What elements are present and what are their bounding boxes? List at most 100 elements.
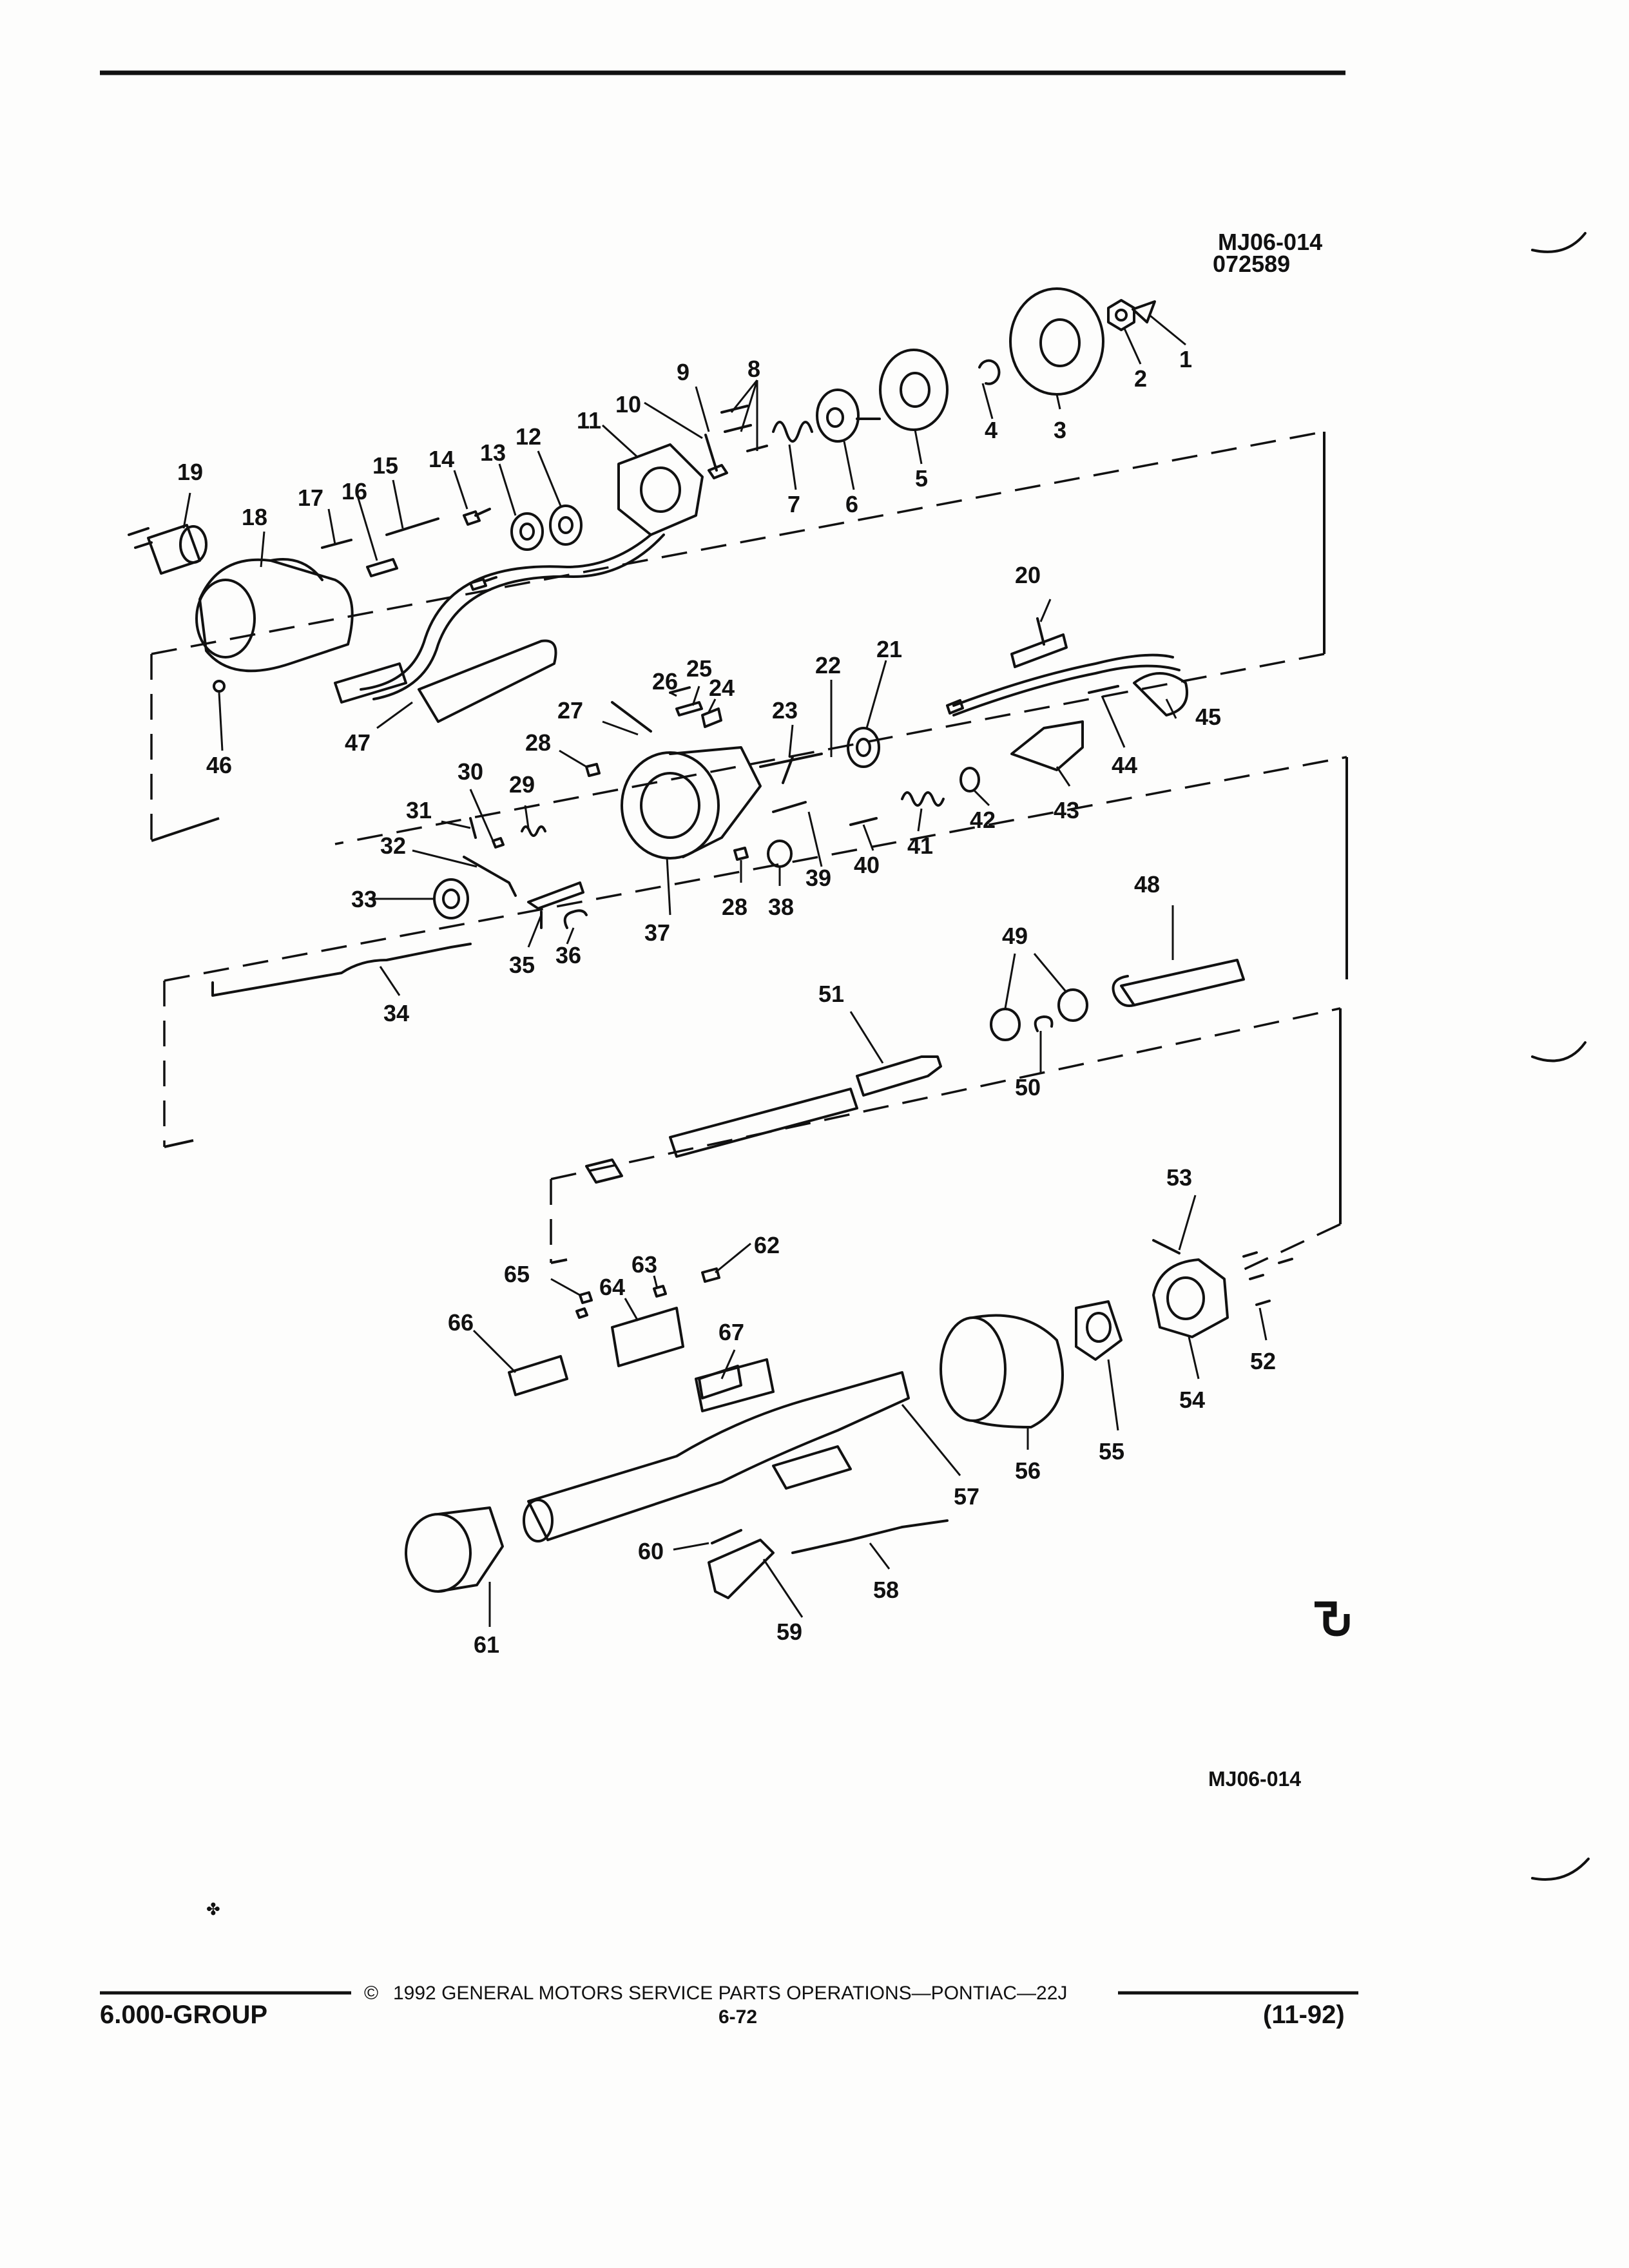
part-20-switch: [1010, 617, 1068, 668]
part-56-shroud: [940, 1314, 1064, 1428]
callout-41: 41: [907, 832, 933, 859]
part-35-lever: [527, 881, 584, 929]
callout-55: 55: [1099, 1438, 1124, 1465]
drawing-code-bottom: MJ06-014: [1208, 1767, 1301, 1791]
margin-mark: [1531, 232, 1586, 253]
callout-44: 44: [1112, 752, 1137, 778]
callout-17: 17: [298, 485, 323, 511]
callout-30: 30: [458, 758, 483, 785]
callout-labels: 1 2 3 4 5 6 7 8 9 10 11 12 13 14 15 16 1…: [177, 346, 1276, 1658]
part-10-actuator: [708, 464, 728, 479]
callout-22: 22: [815, 652, 841, 678]
callout-64: 64: [599, 1274, 625, 1300]
callout-50: 50: [1015, 1074, 1041, 1100]
part-6-bearing: [816, 389, 881, 443]
publisher-logo: [1315, 1601, 1350, 1637]
part-38-actuator: [767, 840, 793, 868]
callout-67: 67: [718, 1319, 744, 1345]
callout-48: 48: [1134, 871, 1160, 898]
part-37-lock-housing: [621, 746, 762, 860]
callout-37: 37: [644, 919, 670, 946]
part-48-upper-shaft: [1112, 959, 1245, 1007]
callout-19: 19: [177, 459, 203, 485]
part-61-adapter: [405, 1506, 504, 1593]
callout-12: 12: [516, 423, 541, 450]
callout-54: 54: [1179, 1387, 1205, 1413]
callout-61: 61: [474, 1631, 499, 1658]
part-66-switch: [508, 1355, 568, 1396]
callout-26: 26: [652, 668, 678, 695]
part-27-rod: [611, 701, 652, 733]
callout-25: 25: [686, 655, 712, 682]
callout-11: 11: [577, 407, 601, 434]
part-64-bracket: [611, 1307, 684, 1367]
part-39-sector: [772, 801, 807, 813]
callout-6: 6: [845, 491, 858, 517]
date-code: 072589: [1213, 251, 1290, 277]
callout-40: 40: [854, 852, 880, 878]
part-65-screw: [575, 1291, 593, 1319]
callout-34: 34: [383, 1000, 409, 1026]
callout-66: 66: [448, 1309, 474, 1336]
callout-62: 62: [754, 1232, 780, 1258]
part-18-housing: [195, 558, 354, 673]
part-1-retainer: [1132, 300, 1156, 323]
footer-date: (11-92): [1263, 2001, 1345, 2029]
callout-33: 33: [351, 886, 377, 912]
callout-5: 5: [915, 465, 928, 492]
part-44-pin: [1088, 685, 1119, 694]
stray-mark: ✤: [206, 1899, 220, 1919]
part-59-bracket: [708, 1539, 775, 1599]
part-26-screw: [669, 686, 691, 694]
callout-7: 7: [787, 491, 800, 517]
part-54-support: [1152, 1258, 1229, 1338]
group-outline-1: [150, 430, 1325, 845]
part-57-jacket: [523, 1358, 910, 1542]
part-29-spring: [521, 825, 546, 837]
margin-mark: [1531, 1858, 1590, 1881]
callout-13: 13: [480, 439, 506, 466]
part-33-bearing: [433, 878, 469, 919]
part-51-lower-shaft: [585, 1055, 942, 1184]
callout-1: 1: [1179, 346, 1192, 372]
drawing-code-top: MJ06-014: [1218, 229, 1322, 255]
callout-36: 36: [555, 942, 581, 968]
part-58-rod: [791, 1519, 949, 1554]
callout-8: 8: [747, 356, 760, 382]
part-19-lock-cylinder: [128, 524, 207, 575]
callout-63: 63: [631, 1251, 657, 1278]
part-15-rod: [385, 517, 439, 536]
part-43-bracket: [1010, 720, 1084, 771]
callout-32: 32: [380, 832, 406, 859]
part-45-switch: [946, 653, 1188, 716]
callout-27: 27: [557, 697, 583, 724]
part-16-switch: [366, 558, 398, 577]
part-3-lock-plate: [1009, 287, 1104, 396]
callout-9: 9: [677, 359, 689, 385]
part-41-spring: [901, 791, 945, 807]
callout-15: 15: [372, 452, 398, 479]
part-13-ring: [510, 512, 544, 551]
part-60-screw: [711, 1529, 742, 1544]
part-52-screws: [1242, 1251, 1293, 1306]
part-42-ring: [959, 767, 980, 793]
part-55-plate: [1075, 1300, 1123, 1361]
part-31-pin: [469, 817, 477, 839]
part-50-spring: [1034, 1015, 1054, 1032]
callout-28b: 28: [722, 894, 747, 920]
callout-4: 4: [985, 417, 998, 443]
callout-35: 35: [509, 952, 535, 978]
group-outline-2: [163, 756, 1348, 1148]
part-9-pin: [704, 434, 718, 472]
part-53-pin: [1152, 1239, 1181, 1254]
part-63-screw: [653, 1285, 667, 1298]
part-28-bolt: [585, 763, 601, 777]
part-14-screw: [463, 508, 491, 526]
part-67-clamp: [698, 1365, 742, 1399]
part-11-turn-signal-switch: [360, 443, 704, 700]
callout-58: 58: [873, 1577, 899, 1603]
callout-57: 57: [954, 1483, 979, 1510]
part-2-nut: [1107, 299, 1135, 331]
callout-24: 24: [709, 675, 735, 701]
callout-10: 10: [615, 391, 641, 418]
